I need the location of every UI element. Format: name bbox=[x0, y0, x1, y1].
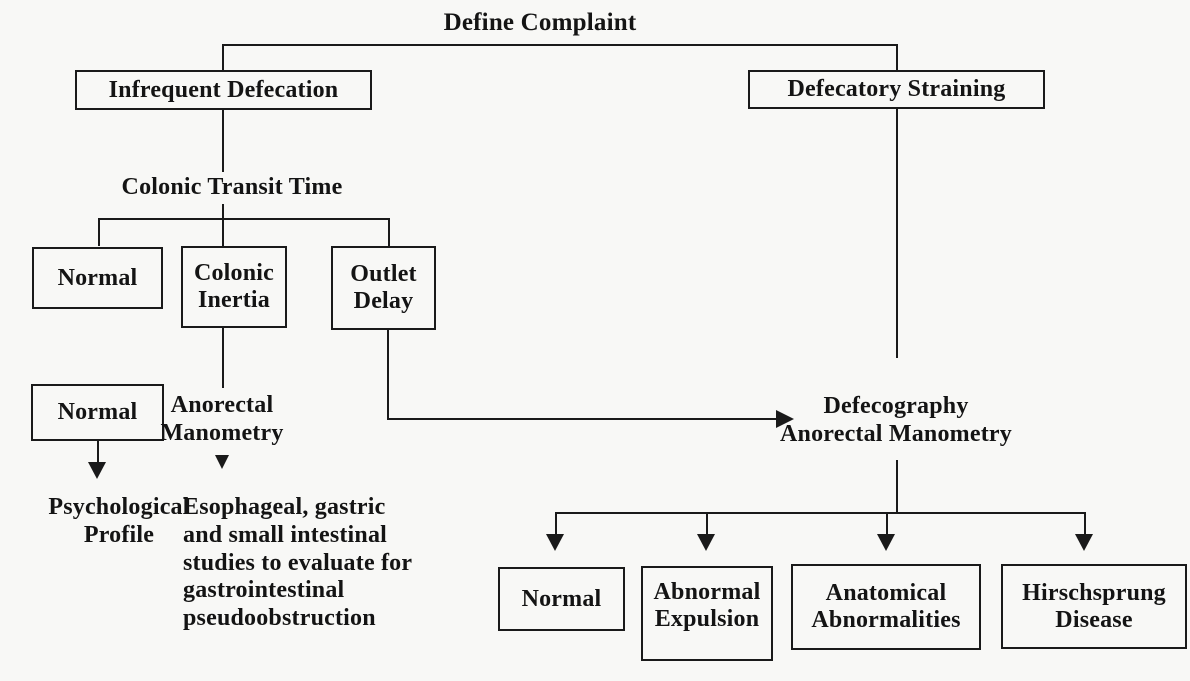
arrowhead-to-gi-workup bbox=[215, 455, 229, 469]
connector-root-horizontal bbox=[222, 44, 898, 46]
node-colonic-transit-time: Colonic Transit Time bbox=[121, 174, 343, 200]
node-anorectal-manometry: Anorectal Manometry bbox=[160, 392, 284, 446]
node-colonic-inertia-label: Colonic Inertia bbox=[193, 260, 275, 313]
node-outlet-delay-label: Outlet Delay bbox=[350, 261, 417, 314]
node-outcome-hirschsprung-disease[interactable]: Hirschsprung Disease bbox=[1001, 564, 1187, 649]
arrowhead-to-psychological-profile bbox=[88, 462, 106, 479]
connector-transit-to-normal bbox=[98, 218, 100, 246]
connector-root-to-left bbox=[222, 44, 224, 72]
node-outcome-normal[interactable]: Normal bbox=[498, 567, 625, 631]
connector-transit-to-inertia bbox=[222, 218, 224, 246]
node-defecatory-straining[interactable]: Defecatory Straining bbox=[748, 70, 1045, 109]
connector-outlet-delay-drop bbox=[387, 330, 389, 419]
node-define-complaint: Define Complaint bbox=[443, 9, 637, 36]
node-outcome-anatomical-abnormalities-label: Anatomical Abnormalities bbox=[811, 580, 961, 633]
node-infrequent-defecation-label: Infrequent Defecation bbox=[108, 76, 339, 103]
node-gi-workup: Esophageal, gastric and small intestinal… bbox=[183, 494, 413, 632]
arrowhead-outcome-abnormal-expulsion bbox=[697, 534, 715, 551]
connector-straining-to-defecography bbox=[896, 109, 898, 358]
arrowhead-outcome-anatomical bbox=[877, 534, 895, 551]
node-defecography: Defecography Anorectal Manometry bbox=[780, 393, 1012, 447]
connector-outcome-3 bbox=[886, 512, 888, 538]
node-outcome-hirschsprung-disease-label: Hirschsprung Disease bbox=[1022, 579, 1166, 633]
arrowhead-outcome-normal bbox=[546, 534, 564, 551]
node-outcome-abnormal-expulsion-label: Abnormal Expulsion bbox=[653, 578, 761, 632]
node-transit-normal[interactable]: Normal bbox=[32, 247, 163, 309]
node-manometry-normal-label: Normal bbox=[57, 399, 138, 426]
node-defecatory-straining-label: Defecatory Straining bbox=[787, 76, 1006, 103]
connector-outcome-2 bbox=[706, 512, 708, 538]
connector-transit-horizontal bbox=[98, 218, 389, 220]
connector-transit-stem bbox=[222, 204, 224, 218]
arrowhead-outcome-hirschsprung bbox=[1075, 534, 1093, 551]
node-manometry-normal[interactable]: Normal bbox=[31, 384, 164, 441]
node-colonic-inertia[interactable]: Colonic Inertia bbox=[181, 246, 287, 328]
connector-inertia-to-manometry bbox=[222, 328, 224, 388]
node-outcome-anatomical-abnormalities[interactable]: Anatomical Abnormalities bbox=[791, 564, 981, 650]
connector-defecography-stem bbox=[896, 460, 898, 512]
connector-root-to-right bbox=[896, 44, 898, 72]
node-outcome-normal-label: Normal bbox=[521, 585, 602, 612]
connector-normal-to-psych bbox=[97, 441, 99, 466]
node-infrequent-defecation[interactable]: Infrequent Defecation bbox=[75, 70, 372, 110]
connector-outcomes-horizontal bbox=[555, 512, 1085, 514]
node-transit-normal-label: Normal bbox=[57, 264, 138, 291]
node-outcome-abnormal-expulsion[interactable]: Abnormal Expulsion bbox=[641, 566, 773, 661]
connector-outcome-1 bbox=[555, 512, 557, 538]
connector-transit-to-outlet bbox=[388, 218, 390, 246]
connector-outlet-delay-run bbox=[387, 418, 778, 420]
arrowhead-to-defecography bbox=[776, 410, 794, 428]
node-outlet-delay[interactable]: Outlet Delay bbox=[331, 246, 436, 330]
node-psychological-profile: Psychological Profile bbox=[48, 494, 190, 548]
connector-infrequent-to-transit bbox=[222, 110, 224, 172]
connector-outcome-4 bbox=[1084, 512, 1086, 538]
